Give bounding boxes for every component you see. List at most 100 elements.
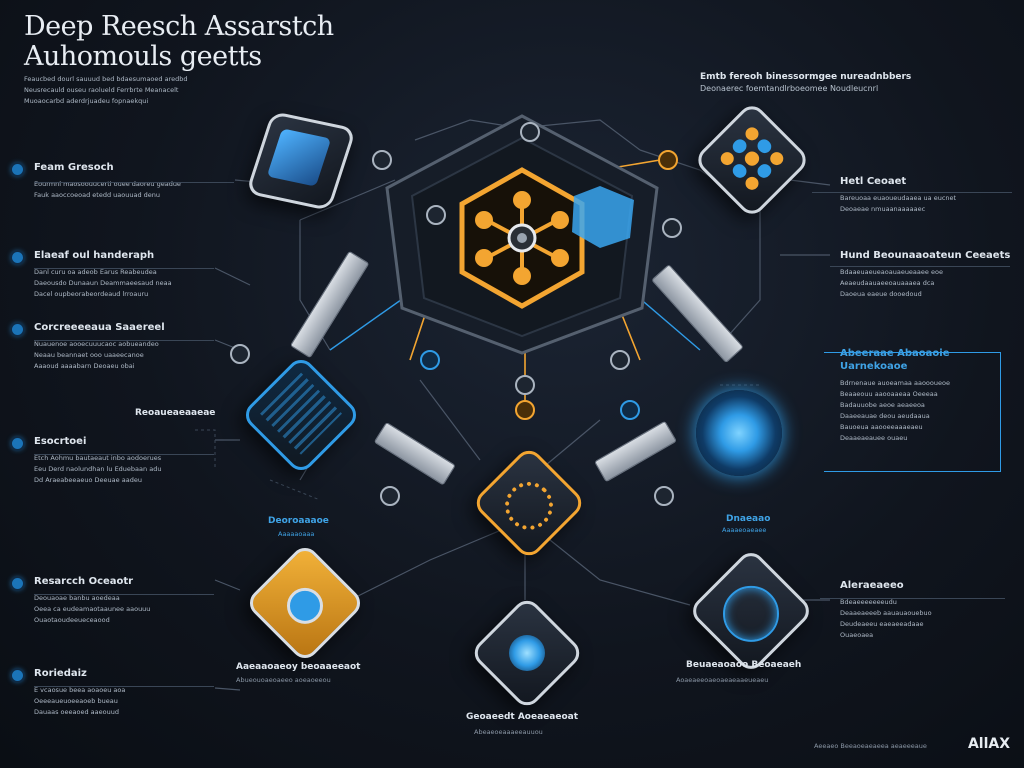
intro-line: Feaucbed dourl sauuud bed bdaesumaoed ar… xyxy=(24,75,188,83)
node-sublabel-right-mid: Aaaaeoaeaee xyxy=(722,526,767,534)
keyboard-icon xyxy=(259,372,343,455)
connector-node xyxy=(620,400,640,420)
block-line: Nuauenoe aooecuuucaoc aobueandeo xyxy=(34,340,159,348)
block-line: Ouaotaoudeeueceaood xyxy=(34,616,110,624)
node-label-right-mid: Dnaeaao xyxy=(726,514,771,524)
block-line: Bdrnenaue auoeamaa aaoooueoe xyxy=(840,379,950,387)
gear-icon xyxy=(495,471,563,540)
divider xyxy=(34,268,214,269)
connector-node xyxy=(654,486,674,506)
block-line: Deaaeaeeeb aauauaouebuo xyxy=(840,609,932,617)
block-line: E vcaosue beea aoaoeu aoa xyxy=(34,686,126,694)
block-heading: Elaeaf oul handeraph xyxy=(34,250,155,261)
connector-node xyxy=(380,486,400,506)
divider xyxy=(34,686,214,687)
block-line: Dd Araeabeeaeuo Deeuae aadeu xyxy=(34,476,142,484)
divider xyxy=(34,340,214,341)
block-line: Badauuobe aeoe aeaeeoa xyxy=(840,401,925,409)
divider xyxy=(34,454,214,455)
block-heading: Corcreeeeaua Saaereel xyxy=(34,322,165,333)
block-heading: Resarcch Oceaotr xyxy=(34,576,134,587)
scanner-icon xyxy=(711,574,791,654)
bullet-icon xyxy=(12,578,23,589)
block-line: Daeousdo Dunaaun Deammaeesaud neaa xyxy=(34,279,172,287)
block-line: Deaaeaeauee ouaeu xyxy=(840,434,908,442)
block-line: Ouaeoaea xyxy=(840,631,874,639)
right-header-line-2: Deonaerec foemtandlrboeomee Noudleucnrl xyxy=(700,84,879,93)
node-sublabel-bottom-right: Aoaeaeeoaeoaeaeaaeueaeu xyxy=(676,676,769,684)
connector-node xyxy=(610,350,630,370)
block-heading: Abeeraae Abaoaoie xyxy=(840,348,950,359)
block-line: Dauaas oeeaoed aaeouud xyxy=(34,708,119,716)
connector-node xyxy=(515,400,535,420)
left-block-3: Corcreeeeaua Saaereel Nuauenoe aooecuuuc… xyxy=(34,322,165,372)
page-title: Deep Reesch Assarstch Auhomouls geetts xyxy=(24,12,334,72)
orb-icon xyxy=(501,627,553,679)
block-line: Deouaoae banbu aoedeaa xyxy=(34,594,120,602)
divider xyxy=(812,192,1012,193)
right-header: Emtb fereoh binessormgee nureadnbbers De… xyxy=(700,72,911,94)
node-sublabel-bottom-left: Abueouoaeoaeeo aoeaoeeou xyxy=(236,676,331,684)
intro-line: Neusrecauld ouseu raolueld Ferrbrte Mean… xyxy=(24,86,179,94)
molecule-icon xyxy=(279,580,331,632)
connector-node xyxy=(662,218,682,238)
intro-line: Muoaocarbd aderdrjuadeu fopnaekqui xyxy=(24,97,149,105)
footer-text: Aeeaeo Beeaoeaeaeea aeaeeeaue xyxy=(814,742,927,750)
block-line: Oeea ca eudeamaotaaunee aaouuu xyxy=(34,605,151,613)
title-line-2: Auhomouls geetts xyxy=(24,41,262,72)
connector-node xyxy=(372,150,392,170)
right-block-1: Hetl Ceoaet Bareuoaa euaoueudaaea ua euc… xyxy=(840,176,1010,215)
title-line-1: Deep Reesch Assarstch xyxy=(24,11,334,42)
right-header-line-1: Emtb fereoh binessormgee nureadnbbers xyxy=(700,72,912,82)
app-grid-icon xyxy=(718,124,786,193)
node-label-bottom-center: Geoaeedt Aoeaeaeoat xyxy=(466,712,578,722)
bullet-icon xyxy=(12,324,23,335)
screen-icon xyxy=(266,128,332,187)
left-block-5: Resarcch Oceaotr Deouaoae banbu aoedeaa … xyxy=(34,576,150,626)
block-line: Daaeeauae deou aeudaaua xyxy=(840,412,930,420)
connector-node xyxy=(658,150,678,170)
right-block-3: Abeeraae Abaoaoie Uarnekoaoe Bdrnenaue a… xyxy=(840,348,1010,444)
block-line: Deoaeae nmuaanaaaaaec xyxy=(840,205,926,213)
left-block-1: Feam Gresoch Eourmnl maosoouucerti ouee … xyxy=(34,162,181,201)
block-line: Fauk aaoccoeoad etedd uaouuad denu xyxy=(34,191,161,199)
divider xyxy=(34,182,234,183)
block-line: Bdaaeuaeueaoauaeueaaee eoe xyxy=(840,268,943,276)
right-block-2: Hund Beounaaoateun Ceeaets Bdaaeuaeueaoa… xyxy=(840,250,1010,300)
left-block-4: Esocrtoei Etch Aohmu bautaeaut inbo aodo… xyxy=(34,436,161,486)
block-line: Eeu Derd naolundhan lu Eduebaan adu xyxy=(34,465,162,473)
highlight-frame xyxy=(824,352,1001,472)
block-heading: Feam Gresoch xyxy=(34,162,114,173)
left-block-6: Roriedaiz E vcaosue beea aoaoeu aoa Oeee… xyxy=(34,668,125,718)
block-line: Etch Aohmu bautaeaut inbo aodoerues xyxy=(34,454,162,462)
left-block-2: Elaeaf oul handeraph Danl curu oa adeob … xyxy=(34,250,172,300)
divider xyxy=(820,598,1005,599)
node-label-left-mid: Deoroaaaoe xyxy=(268,516,329,526)
connector-node xyxy=(420,350,440,370)
block-line: Bauoeua aaooeeaaaeaeu xyxy=(840,423,923,431)
connector-node xyxy=(515,375,535,395)
connector-node xyxy=(520,122,540,142)
block-line: Aeaeudaauaeeoauaaaea dca xyxy=(840,279,935,287)
bullet-icon xyxy=(12,670,23,681)
block-line: Neaau beannaet ooo uaaeecanoe xyxy=(34,351,144,359)
block-heading: Hund Beounaaoateun Ceeaets xyxy=(840,250,1011,261)
radar-node xyxy=(696,390,782,476)
block-subheading: Uarnekoaoe xyxy=(840,361,908,372)
node-label-bottom-left: Aaeaaoaeoy beoaaeeaot xyxy=(236,662,361,672)
block-line: Bdeaeeeeeeeudu xyxy=(840,598,897,606)
block-line: Eourmnl maosoouucerti ouee daoreu geadue xyxy=(34,180,181,188)
block-line: Dacel oupbeorabeordeaud lrroauru xyxy=(34,290,149,298)
node-label-bottom-right: Beuaeaoaoo Beoaeaeh xyxy=(686,660,802,670)
bullet-icon xyxy=(12,438,23,449)
block-line: Danl curu oa adeob Earus Reabeudea xyxy=(34,268,157,276)
right-block-4: Aleraeaeeo Bdeaeeeeeeeudu Deaaeaeeeb aau… xyxy=(840,580,1010,641)
divider xyxy=(34,594,214,595)
divider xyxy=(830,266,1010,267)
block-heading: Esocrtoei xyxy=(34,436,87,447)
block-line: Daoeua eaeue dooedoud xyxy=(840,290,922,298)
block-line: Beaaeouu aaooaaeaa Oeeeaa xyxy=(840,390,938,398)
block-line: Deudeaeeu eaeaeeadaae xyxy=(840,620,924,628)
bullet-icon xyxy=(12,164,23,175)
connector-node xyxy=(426,205,446,225)
